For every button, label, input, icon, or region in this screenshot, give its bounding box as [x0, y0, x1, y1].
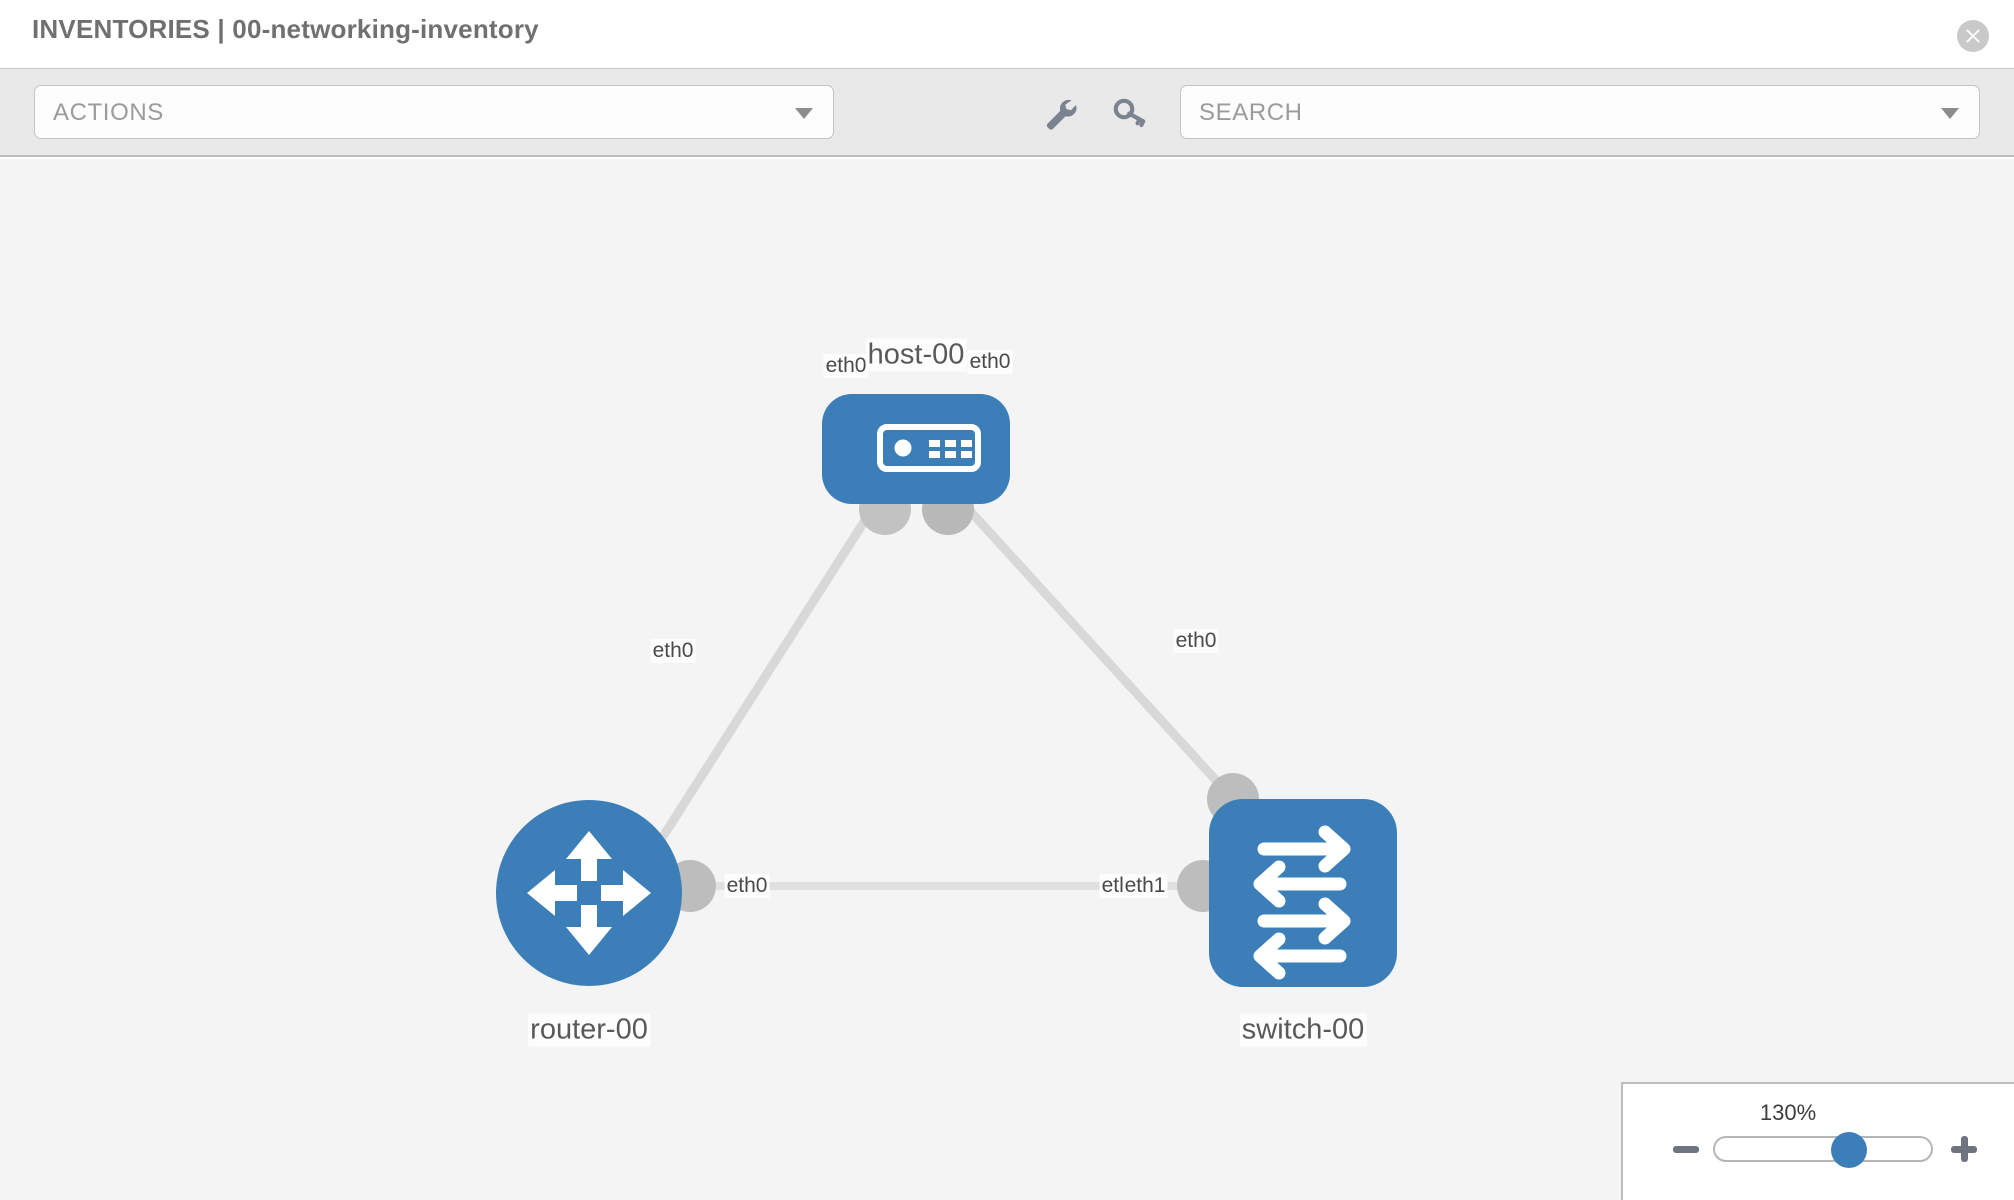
interface-label[interactable]: eth0	[650, 639, 696, 663]
title-bar: INVENTORIES | 00-networking-inventory	[0, 0, 2014, 68]
interface-label[interactable]: eth1	[1122, 874, 1168, 898]
node-router-00[interactable]	[496, 800, 682, 986]
interface-label[interactable]: eth0	[1173, 629, 1219, 653]
zoom-in-button[interactable]	[1951, 1136, 1977, 1162]
topology-canvas[interactable]: eth0 eth0 eth0 eth0 eth0 eth0 eth1 host-…	[0, 159, 2014, 1200]
search-placeholder: SEARCH	[1199, 99, 1303, 126]
node-host-00[interactable]	[822, 394, 1010, 504]
toolbar: ACTIONS SEARCH	[0, 68, 2014, 157]
interface-label[interactable]: eth0	[967, 350, 1013, 374]
close-icon[interactable]	[1957, 20, 1989, 52]
link-host-router[interactable]	[651, 486, 889, 852]
server-appliance-icon	[877, 424, 981, 472]
zoom-level-value: 130%	[1759, 1100, 1817, 1125]
zoom-out-button[interactable]	[1673, 1146, 1699, 1153]
zoom-control-panel: 130%	[1621, 1082, 2014, 1200]
search-input[interactable]: SEARCH	[1180, 85, 1980, 139]
zoom-slider-thumb[interactable]	[1830, 1132, 1867, 1168]
node-switch-00[interactable]	[1209, 799, 1397, 987]
page-title: INVENTORIES | 00-networking-inventory	[32, 14, 539, 44]
chevron-down-icon	[795, 108, 813, 119]
link-host-switch[interactable]	[946, 485, 1237, 803]
wrench-icon[interactable]	[1038, 91, 1082, 135]
topology-graph	[496, 394, 1397, 987]
zoom-slider[interactable]	[1713, 1132, 1933, 1168]
router-arrows-icon	[527, 831, 651, 955]
key-icon[interactable]	[1108, 91, 1152, 135]
interface-label[interactable]: eth0	[823, 354, 869, 378]
switch-arrows-icon	[1253, 825, 1351, 980]
actions-dropdown[interactable]: ACTIONS	[34, 85, 834, 139]
actions-dropdown-label: ACTIONS	[53, 99, 164, 126]
chevron-down-icon	[1941, 108, 1959, 119]
interface-label[interactable]: eth0	[724, 874, 770, 898]
